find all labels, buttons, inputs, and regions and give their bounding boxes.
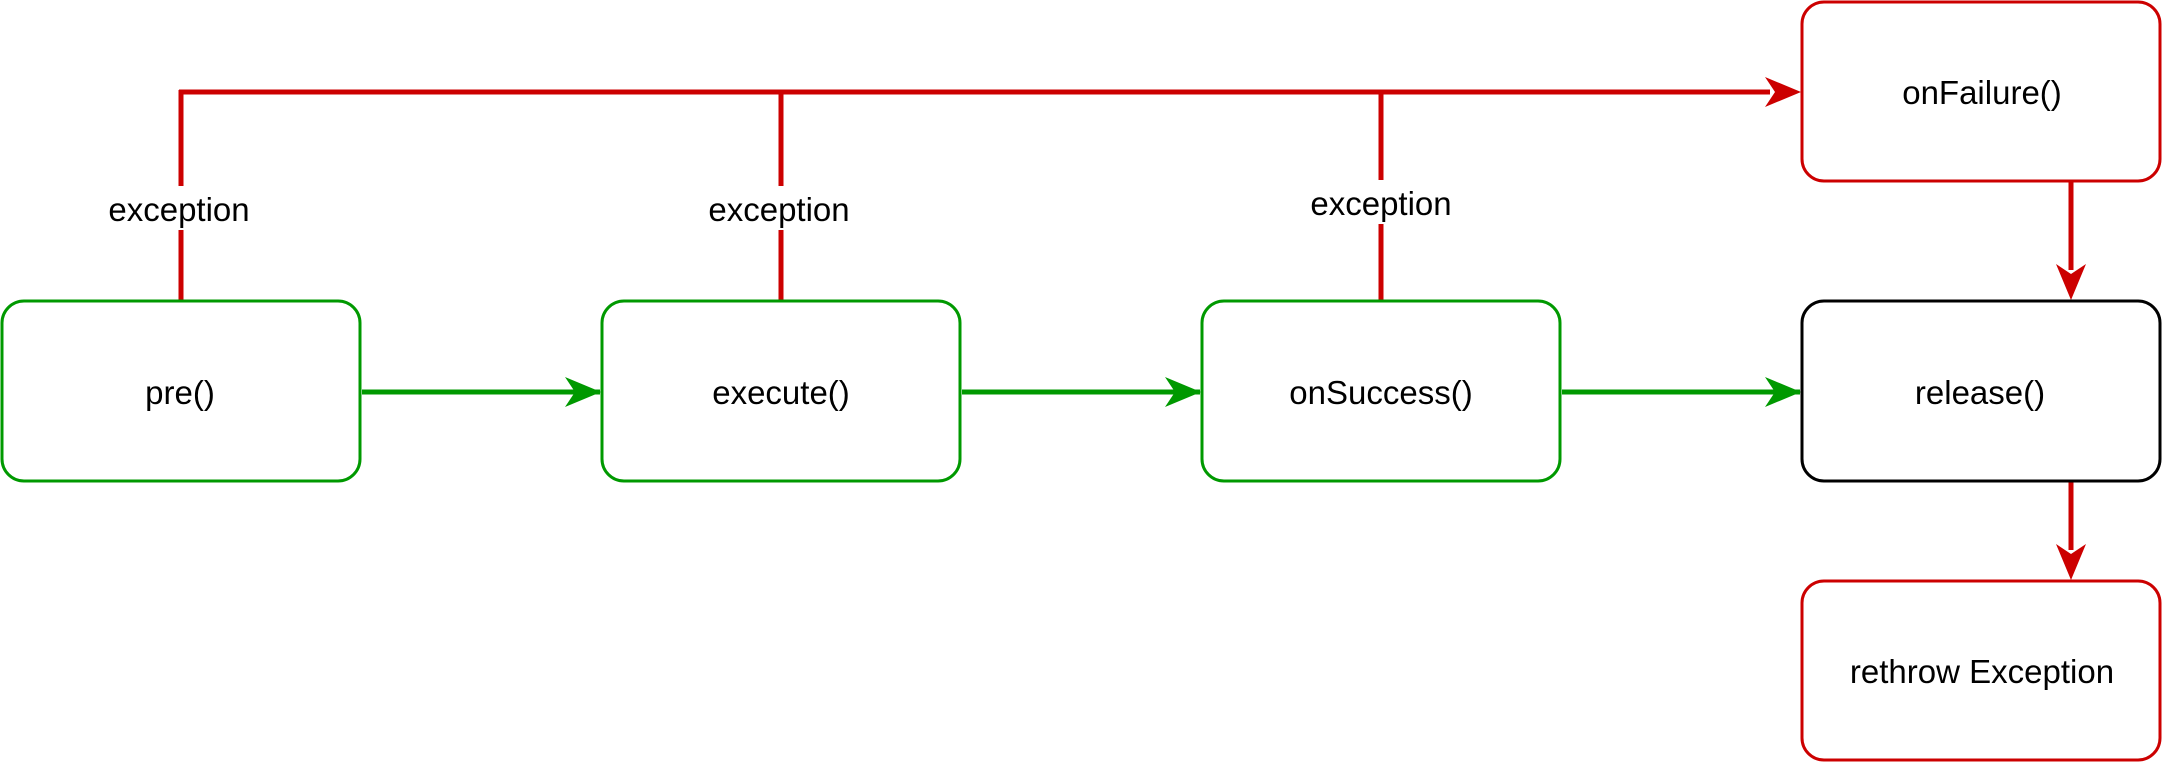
- execute-exception-label: exception: [708, 191, 849, 228]
- failure-edges: [178, 77, 2086, 580]
- pre-exception-label: exception: [108, 191, 249, 228]
- node-rethrow-label: rethrow Exception: [1850, 653, 2114, 690]
- node-pre: pre(): [0, 299, 362, 483]
- node-release-label: release(): [1915, 374, 2045, 411]
- arrowhead-execute: [565, 377, 601, 407]
- node-pre-box: [0, 299, 362, 483]
- arrowhead-rethrow: [2056, 544, 2086, 580]
- node-execute: execute(): [600, 299, 962, 483]
- node-rethrow-box: [1800, 579, 2162, 762]
- arrowhead-release-from-failure: [2056, 264, 2086, 300]
- arrowhead-release: [1765, 377, 1801, 407]
- node-execute-box: [600, 299, 962, 483]
- arrowhead-on-failure: [1765, 77, 1801, 107]
- node-on-success-box: [1200, 299, 1562, 483]
- node-on-failure: onFailure(): [1800, 0, 2162, 183]
- node-pre-label: pre(): [145, 374, 215, 411]
- edge-labels: exception exception exception: [96, 180, 1466, 230]
- on-success-exception-label: exception: [1310, 185, 1451, 222]
- node-on-failure-label: onFailure(): [1902, 74, 2062, 111]
- node-release-box: [1800, 299, 2162, 483]
- node-release: release(): [1800, 299, 2162, 483]
- node-execute-label: execute(): [712, 374, 850, 411]
- arrowhead-on-success: [1165, 377, 1201, 407]
- node-rethrow: rethrow Exception: [1800, 579, 2162, 762]
- node-on-success: onSuccess(): [1200, 299, 1562, 483]
- node-on-success-label: onSuccess(): [1289, 374, 1472, 411]
- node-on-failure-box: [1800, 0, 2162, 183]
- success-edges: [362, 377, 1801, 407]
